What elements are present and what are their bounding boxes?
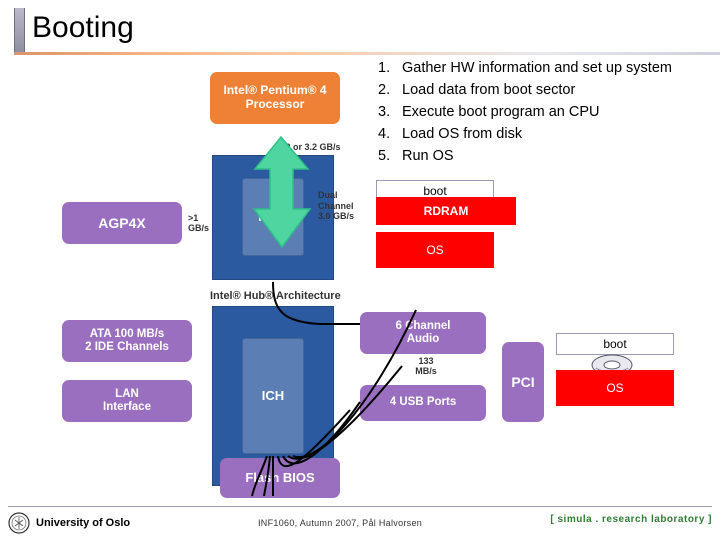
agp-rate-label: >1 GB/s — [188, 212, 210, 233]
audio-block: 6 Channel Audio — [360, 312, 486, 354]
usb-block: 4 USB Ports — [360, 385, 486, 421]
disk-boot-callout: boot — [556, 333, 674, 355]
dual-channel-label: Dual Channel 3.0 GB/s — [318, 190, 355, 222]
list-item: 3. Execute boot program an CPU — [378, 104, 720, 126]
ich-chip: ICH — [242, 338, 304, 454]
footer-divider — [8, 506, 712, 507]
university-seal-icon — [8, 512, 30, 534]
list-item-text: Load data from boot sector — [402, 82, 576, 98]
bus-lines — [251, 281, 417, 497]
hub-architecture-label: Intel® Hub® Architecture — [210, 289, 341, 302]
rdram-callout: RDRAM — [376, 197, 516, 225]
list-item: 4. Load OS from disk — [378, 126, 720, 148]
footer-simula-logo: [ simula . research laboratory ] — [550, 514, 712, 525]
green-flow-arrow — [252, 135, 312, 249]
slide-title-bar: Booting — [0, 0, 720, 60]
cpu-block: Intel® Pentium® 4 Processor — [210, 72, 340, 124]
list-item-text: Execute boot program an CPU — [402, 104, 600, 120]
footer-course-info: INF1060, Autumn 2007, Pål Halvorsen — [258, 518, 423, 528]
list-item-number: 1. — [378, 60, 391, 76]
list-item: 5. Run OS — [378, 148, 720, 170]
memory-os-callout: OS — [376, 232, 494, 268]
boot-steps-list: 1. Gather HW information and set up syst… — [378, 60, 720, 170]
chipset-block-diagram: Intel® Pentium® 4 Processor 4.2 or 3.2 G… — [20, 60, 560, 500]
agp-block: AGP4X — [62, 202, 182, 244]
pci-rate-label: 133 MB/s — [415, 355, 437, 376]
flash-bios-block: Flash BIOS — [220, 458, 340, 498]
list-item-number: 2. — [378, 82, 391, 98]
list-item: 2. Load data from boot sector — [378, 82, 720, 104]
title-divider — [14, 52, 720, 55]
list-item-text: Gather HW information and set up system — [402, 60, 672, 76]
fsb-rate-label: 4.2 or 3.2 GB/s — [278, 141, 341, 152]
list-item: 1. Gather HW information and set up syst… — [378, 60, 720, 82]
lan-block: LAN Interface — [62, 380, 192, 422]
title-accent-bar — [14, 8, 25, 52]
list-item-text: Run OS — [402, 148, 454, 164]
disk-os-callout: OS — [556, 370, 674, 406]
ata-block: ATA 100 MB/s 2 IDE Channels — [62, 320, 192, 362]
list-item-text: Load OS from disk — [402, 126, 523, 142]
list-item-number: 4. — [378, 126, 391, 142]
list-item-number: 3. — [378, 104, 391, 120]
list-item-number: 5. — [378, 148, 391, 164]
pci-block: PCI — [502, 342, 544, 422]
footer-university: University of Oslo — [36, 517, 131, 529]
page-title: Booting — [32, 11, 134, 44]
